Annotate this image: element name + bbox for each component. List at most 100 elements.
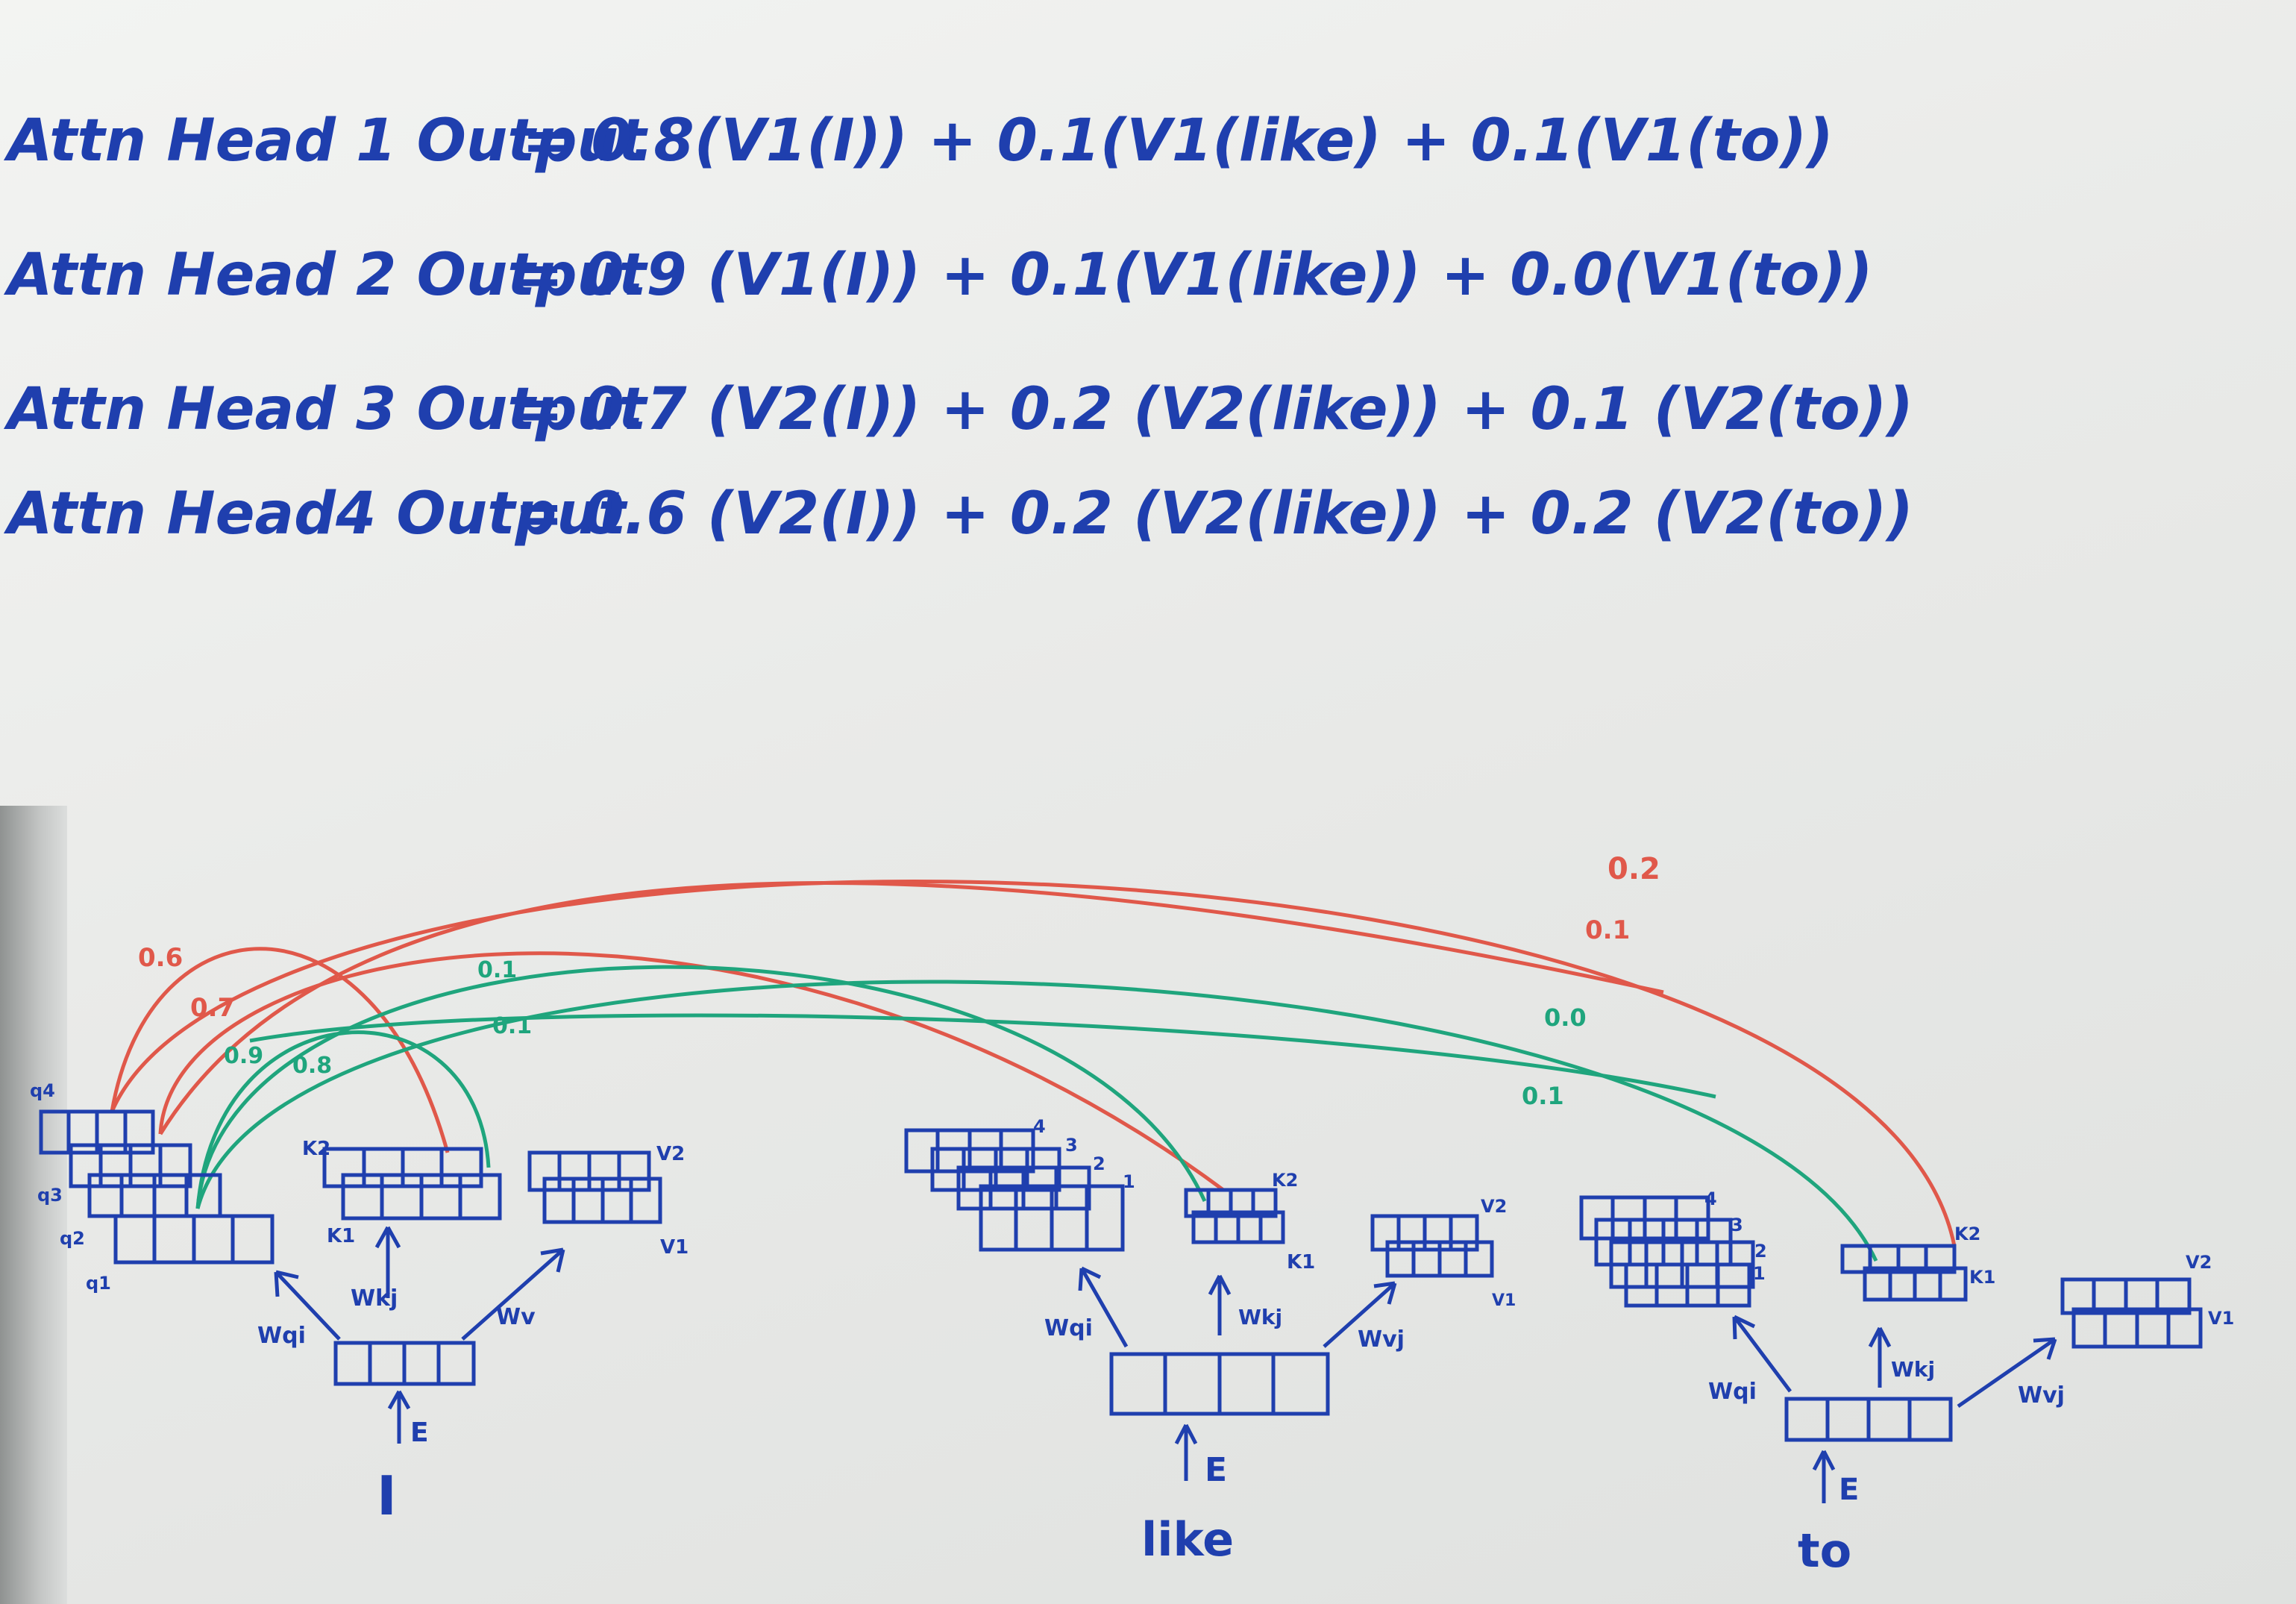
query-weight-label: Wqi bbox=[1708, 1379, 1757, 1405]
equation-rhs: = 0.6 (V2(I)) + 0.2 (V2(like)) + 0.2 (V2… bbox=[515, 480, 1913, 548]
query-weight-label: Wqi bbox=[1044, 1315, 1093, 1341]
query-label: q4 bbox=[30, 1080, 55, 1101]
red-arc bbox=[158, 881, 1664, 1135]
token-word: to bbox=[1798, 1523, 1851, 1578]
arrow-to-key bbox=[1868, 1326, 1892, 1388]
equation-rhs: = 0.8(V1(I)) + 0.1(V1(like) + 0.1(V1(to)… bbox=[522, 107, 1834, 175]
key-vector-stack bbox=[1184, 1188, 1285, 1244]
query-label: 2 bbox=[1754, 1241, 1767, 1262]
equation-rhs: = 0.7 (V2(I)) + 0.2 (V2(like)) + 0.1 (V2… bbox=[515, 376, 1913, 443]
weight-label: 0.1 bbox=[1585, 915, 1630, 945]
arrow-embedding bbox=[1174, 1423, 1198, 1481]
query-label: 4 bbox=[1704, 1188, 1717, 1209]
arrow-to-key bbox=[1208, 1274, 1232, 1335]
query-label: 1 bbox=[1123, 1171, 1135, 1192]
token-word: I bbox=[377, 1464, 397, 1527]
green-arc bbox=[249, 1013, 1716, 1099]
key-label: K2 bbox=[1272, 1170, 1298, 1191]
query-label: q3 bbox=[37, 1185, 63, 1206]
weight-label: 0.8 bbox=[292, 1053, 332, 1079]
key-label: K2 bbox=[1954, 1224, 1980, 1244]
arrow-to-value bbox=[1323, 1281, 1397, 1348]
arrow-to-key bbox=[374, 1226, 401, 1298]
query-label: 1 bbox=[1753, 1263, 1766, 1284]
query-label: 2 bbox=[1093, 1153, 1105, 1174]
key-weight-label: Wkj bbox=[351, 1285, 398, 1312]
query-label: 4 bbox=[1033, 1116, 1046, 1137]
equation-label: Attn Head4 Output bbox=[3, 480, 628, 548]
token-block-like: 4 3 2 1 K2 K1 V2 V1 Wqi Wkj Wvj E like bbox=[904, 1116, 1516, 1567]
token-block-I: q4 q3 q2 q1 K2 K1 V2 V1 Wqi Wkj Wv E I bbox=[30, 1080, 689, 1527]
arrow-to-value bbox=[461, 1247, 565, 1341]
green-arc bbox=[195, 1030, 491, 1209]
equation-label: Attn Head 1 Output bbox=[3, 107, 648, 175]
embedding-vector bbox=[1109, 1352, 1330, 1416]
key-vector-stack bbox=[1840, 1244, 1968, 1302]
value-vector-stack bbox=[527, 1150, 662, 1224]
query-label: q1 bbox=[86, 1273, 111, 1294]
value-label: V1 bbox=[1492, 1291, 1516, 1310]
equation-head-1: Attn Head 1 Output = 0.8(V1(I)) + 0.1(V1… bbox=[3, 107, 1834, 175]
query-vector-stack bbox=[39, 1109, 275, 1265]
equation-label: Attn Head 2 Output bbox=[3, 242, 648, 309]
green-arc bbox=[195, 980, 1878, 1262]
weight-label: 0.7 bbox=[190, 993, 235, 1023]
embedding-label: E bbox=[410, 1417, 429, 1448]
value-weight-label: Wvj bbox=[1358, 1326, 1405, 1353]
key-label: K1 bbox=[1287, 1251, 1315, 1274]
weight-label: 0.1 bbox=[492, 1013, 532, 1039]
query-label: q2 bbox=[60, 1228, 85, 1249]
equation-head-4: Attn Head4 Output = 0.6 (V2(I)) + 0.2 (V… bbox=[3, 480, 1913, 548]
equation-label: Attn Head 3 Output bbox=[3, 376, 648, 443]
arrow-to-value bbox=[1957, 1337, 2057, 1409]
embedding-label: E bbox=[1839, 1473, 1859, 1507]
query-label: 3 bbox=[1731, 1215, 1743, 1235]
token-word: like bbox=[1141, 1512, 1234, 1567]
equation-rhs: = 0.9 (V1(I)) + 0.1(V1(like)) + 0.0(V1(t… bbox=[515, 242, 1873, 309]
key-label: K1 bbox=[327, 1225, 355, 1247]
green-arc bbox=[195, 965, 1207, 1209]
weight-label: 0.2 bbox=[1607, 852, 1660, 886]
equation-head-3: Attn Head 3 Output = 0.7 (V2(I)) + 0.2 (… bbox=[3, 376, 1913, 443]
key-weight-label: Wkj bbox=[1238, 1305, 1282, 1329]
key-weight-label: Wkj bbox=[1891, 1357, 1935, 1382]
key-label: K2 bbox=[302, 1138, 330, 1160]
value-weight-label: Wv bbox=[496, 1304, 536, 1330]
value-vector-stack bbox=[2060, 1277, 2203, 1349]
value-label: V2 bbox=[1481, 1196, 1507, 1217]
query-vector-stack bbox=[904, 1128, 1125, 1252]
weight-label: 0.1 bbox=[477, 957, 517, 983]
value-vector-stack bbox=[1370, 1214, 1494, 1278]
value-weight-label: Wvj bbox=[2018, 1382, 2065, 1409]
weight-label: 0.1 bbox=[1522, 1082, 1564, 1110]
embedding-label: E bbox=[1205, 1451, 1227, 1489]
arrow-embedding bbox=[1812, 1450, 1836, 1503]
red-arc bbox=[158, 951, 1225, 1192]
weight-label: 0.9 bbox=[224, 1043, 263, 1069]
value-label: V2 bbox=[2186, 1252, 2212, 1273]
green-attention-arcs: 0.9 0.8 0.1 0.1 0.0 0.1 bbox=[195, 957, 1878, 1262]
key-label: K1 bbox=[1969, 1267, 1995, 1288]
key-vector-stack bbox=[322, 1147, 502, 1221]
query-label: 3 bbox=[1065, 1135, 1078, 1156]
embedding-vector bbox=[1784, 1397, 1953, 1442]
weight-label: 0.0 bbox=[1544, 1003, 1587, 1032]
arrow-to-query bbox=[274, 1270, 341, 1341]
arrow-embedding bbox=[387, 1390, 411, 1444]
value-label: V1 bbox=[2208, 1308, 2234, 1329]
arrow-to-query bbox=[1732, 1315, 1792, 1393]
red-arc bbox=[110, 947, 450, 1153]
value-label: V2 bbox=[656, 1143, 685, 1165]
weight-label: 0.6 bbox=[138, 943, 183, 973]
red-arc bbox=[110, 880, 1957, 1247]
token-block-to: 4 3 2 1 K2 K1 V2 V1 Wqi Wkj Wvj E to bbox=[1579, 1188, 2234, 1578]
embedding-vector bbox=[333, 1341, 476, 1386]
arrow-to-query bbox=[1078, 1266, 1129, 1348]
query-vector-stack bbox=[1579, 1195, 1755, 1308]
whiteboard-frame bbox=[0, 806, 67, 1604]
equation-head-2: Attn Head 2 Output = 0.9 (V1(I)) + 0.1(V… bbox=[3, 242, 1873, 309]
red-attention-arcs: 0.6 0.7 0.2 0.1 bbox=[110, 852, 1957, 1247]
value-label: V1 bbox=[660, 1236, 689, 1259]
